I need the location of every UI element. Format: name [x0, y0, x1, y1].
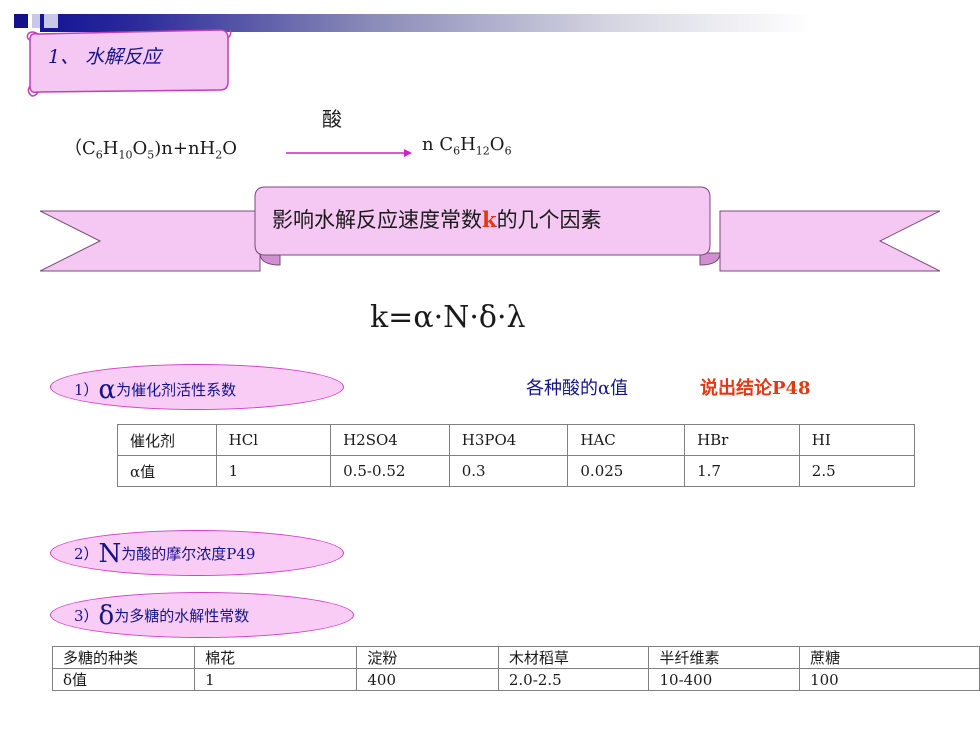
acid-table-cell: α值: [117, 455, 217, 487]
sugar-table-cell: δ值: [51, 668, 196, 691]
factor-2-label: 2）N为酸的摩尔浓度P49: [74, 539, 255, 569]
factor-3-text: 为多糖的水解性常数: [114, 607, 250, 625]
acid-table-cell: HAC: [567, 424, 686, 456]
equation-product: n C6H12O6: [422, 134, 512, 158]
rate-constant-formula: k=α·N·δ·λ: [370, 300, 526, 335]
header-square-light: [32, 14, 40, 28]
acid-table-cell: HCl: [215, 424, 332, 456]
sugar-table-cell: 半纤维素: [648, 646, 801, 669]
sugar-table-cell: 1: [194, 668, 358, 691]
acid-table-cell: 0.5-0.52: [330, 455, 450, 487]
sugar-table-cell: 淀粉: [356, 646, 499, 669]
acid-table-caption: 各种酸的α值: [526, 378, 629, 399]
acid-table-cell: 0.025: [567, 455, 686, 487]
factor-3-prefix: 3）: [74, 607, 99, 625]
banner-highlight-k: k: [482, 207, 497, 232]
header-square-dark: [14, 14, 28, 28]
banner-text-before: 影响水解反应速度常数: [272, 208, 482, 232]
title-scroll-shape: [26, 29, 232, 97]
acid-table-cell: HBr: [684, 424, 800, 456]
acid-table-cell: 2.5: [798, 455, 916, 487]
equation-catalyst: 酸: [322, 107, 342, 131]
sugar-table-cell: 蔗糖: [799, 646, 980, 669]
acid-table-cell: 1: [215, 455, 332, 487]
factor-1-label: 1）α为催化剂活性系数: [74, 375, 236, 405]
conclusion-link: 说出结论P48: [700, 378, 811, 399]
sugar-table-cell: 棉花: [194, 646, 358, 669]
sugar-table-cell: 多糖的种类: [51, 646, 196, 669]
reaction-arrow-icon: [286, 149, 412, 157]
acid-table-cell: HI: [798, 424, 916, 456]
factor-2-prefix: 2）: [74, 545, 99, 563]
factor-2-text: 为酸的摩尔浓度P49: [121, 545, 256, 563]
factor-3-label: 3）δ为多糖的水解性常数: [74, 601, 249, 631]
sugar-table-row: 多糖的种类棉花淀粉木材稻草半纤维素蔗糖: [51, 646, 980, 669]
sugar-table-cell: 100: [799, 668, 980, 691]
banner-heading: 影响水解反应速度常数k的几个因素: [272, 204, 602, 234]
banner-text-after: 的几个因素: [496, 208, 602, 232]
acid-table-cell: 0.3: [448, 455, 569, 487]
header-gradient-bar: [40, 14, 980, 32]
equation-reactants: （C6H10O5)n+nH2O: [64, 138, 238, 162]
sugar-table-cell: 2.0-2.5: [497, 668, 650, 691]
factor-2-symbol: N: [98, 539, 122, 569]
factor-1-prefix: 1）: [74, 381, 99, 399]
section-title: 1、 水解反应: [48, 46, 162, 68]
factor-pill-1: [50, 364, 344, 410]
acid-table-cell: H2SO4: [330, 424, 450, 456]
factor-1-text: 为催化剂活性系数: [116, 381, 237, 399]
sugar-table-cell: 10-400: [648, 668, 801, 691]
factor-1-symbol: α: [98, 375, 117, 405]
ribbon-banner-shape: [40, 186, 940, 272]
header-square-light-2: [44, 14, 58, 28]
factor-pill-3: [50, 592, 354, 638]
factor-3-symbol: δ: [98, 601, 115, 631]
factor-pill-2: [50, 530, 344, 576]
sugar-table-cell: 400: [356, 668, 499, 691]
sugar-table-cell: 木材稻草: [497, 646, 650, 669]
acid-table-cell: H3PO4: [448, 424, 569, 456]
acid-table-cell: 1.7: [684, 455, 800, 487]
acid-table-cell: 催化剂: [117, 424, 217, 456]
